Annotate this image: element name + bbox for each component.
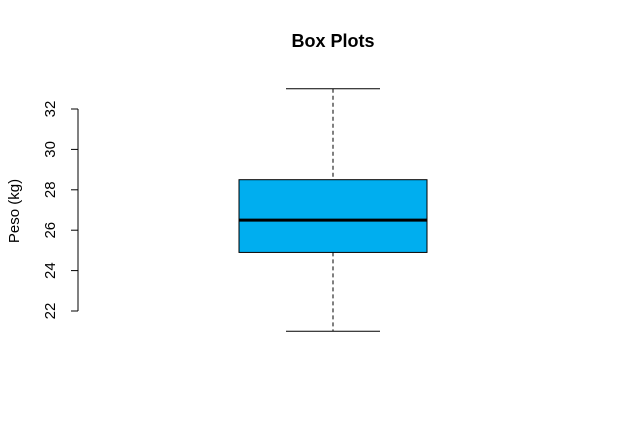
y-tick-label: 26 [42,222,59,239]
y-axis: 22 24 26 28 30 32 [42,101,79,320]
plot-area [238,88,428,332]
y-tick-label: 28 [42,181,59,198]
chart-title: Box Plots [291,31,374,51]
y-tick-label: 22 [42,303,59,320]
y-axis-label: Peso (kg) [6,179,23,243]
y-tick-label: 24 [42,262,59,279]
box-iqr [238,179,428,253]
y-tick-label: 32 [42,101,59,118]
y-tick-label: 30 [42,141,59,158]
